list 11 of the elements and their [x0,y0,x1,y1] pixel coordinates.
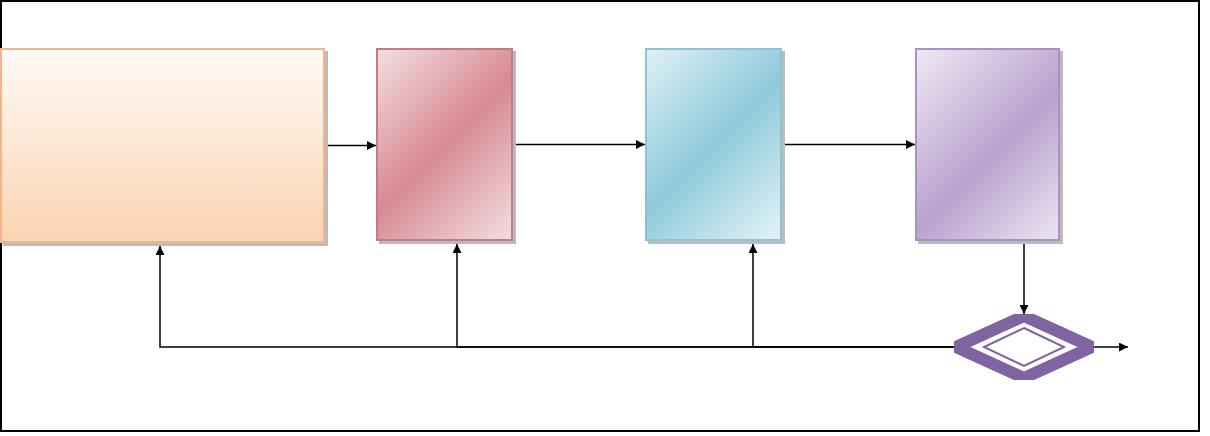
arrow [1019,243,1029,315]
process-box [376,48,513,241]
process-box [915,48,1060,241]
arrow [515,140,646,149]
arrow [748,243,955,348]
decision-diamond [954,314,1094,380]
process-box [0,48,325,243]
arrow [784,140,916,149]
arrow [327,141,377,150]
process-box [645,48,782,241]
arrow [1093,342,1129,352]
